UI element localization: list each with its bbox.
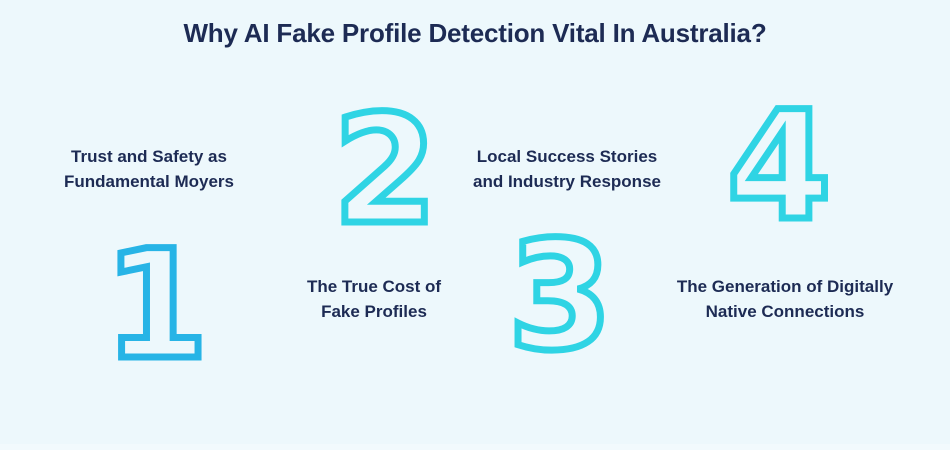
item-label-line1: Trust and Safety as bbox=[71, 147, 227, 166]
item-label-line1: The True Cost of bbox=[306, 277, 442, 296]
item-label-line2: and Industry Response bbox=[473, 171, 661, 191]
numeral-3: 3 bbox=[504, 210, 615, 384]
item-label-local-success-stories: Local Success Stories and Industry Respo… bbox=[438, 145, 696, 194]
bottom-edge-strip bbox=[0, 444, 950, 450]
item-label-line2: Native Connections bbox=[705, 301, 865, 321]
page-title: Why AI Fake Profile Detection Vital In A… bbox=[183, 18, 767, 48]
item-label-digitally-native-connections: The Generation of Digitally Native Conne… bbox=[638, 275, 932, 324]
item-label-line2: Fake Profiles bbox=[321, 301, 427, 321]
item-label-true-cost-of-fake-profiles: The True Cost of Fake Profiles bbox=[273, 275, 475, 324]
numeral-2: 2 bbox=[329, 84, 440, 258]
item-label-line2: Fundamental Moyers bbox=[63, 171, 235, 191]
numeral-4: 4 bbox=[723, 80, 834, 254]
item-label-trust-and-safety: Trust and Safety as Fundamental Moyers bbox=[18, 145, 280, 194]
item-label-line1: The Generation of Digitally bbox=[676, 277, 894, 296]
item-label-line1: Local Success Stories bbox=[476, 147, 658, 166]
numeral-1: 1 bbox=[100, 219, 211, 393]
